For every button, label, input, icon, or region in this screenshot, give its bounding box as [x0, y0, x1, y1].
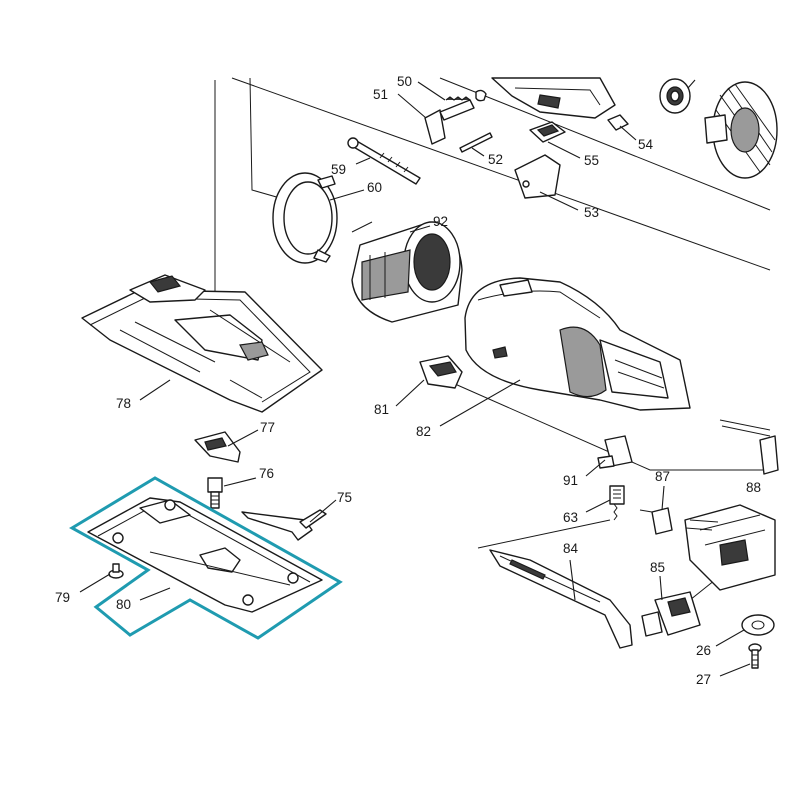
part-screw-27 [748, 643, 762, 669]
part-washer-26 [741, 614, 775, 636]
part-armature-fan [704, 81, 778, 179]
part-right-edge-wire [719, 419, 779, 475]
part-bearing [659, 78, 691, 114]
callout-81: 81 [374, 402, 389, 417]
callout-26: 26 [696, 643, 711, 658]
part-clip-77 [194, 431, 241, 463]
part-switch-bracket-53 [514, 121, 566, 199]
callout-52: 52 [488, 152, 503, 167]
callout-87: 87 [655, 469, 670, 484]
part-ring-60 [272, 172, 338, 264]
part-rail-84 [489, 549, 633, 649]
callout-60: 60 [367, 180, 382, 195]
callout-88: 88 [746, 480, 761, 495]
callout-labels: 50 51 52 53 54 55 59 60 92 78 81 82 77 7… [55, 74, 761, 687]
callout-51: 51 [373, 87, 388, 102]
part-brush-holder-91 [597, 435, 633, 469]
part-cover-81 [419, 355, 463, 389]
part-controller-88 [684, 504, 776, 591]
callout-79: 79 [55, 590, 70, 605]
construction-lines [214, 77, 771, 601]
leader-lines [79, 79, 751, 677]
callout-75: 75 [337, 490, 352, 505]
callout-85: 85 [650, 560, 665, 575]
part-field-92 [351, 221, 463, 323]
callout-54: 54 [638, 137, 654, 152]
callout-82: 82 [416, 424, 431, 439]
callout-27: 27 [696, 672, 711, 687]
callout-77: 77 [260, 420, 275, 435]
callout-63: 63 [563, 510, 578, 525]
callout-84: 84 [563, 541, 579, 556]
part-housing-top [491, 77, 629, 131]
part-base-plate-80 [87, 497, 323, 613]
callout-92: 92 [433, 214, 448, 229]
part-brush-63 [609, 485, 625, 521]
callout-78: 78 [116, 396, 131, 411]
part-screw-59 [347, 137, 421, 185]
callout-55: 55 [584, 153, 599, 168]
callout-91: 91 [563, 473, 578, 488]
highlight-outline-80 [69, 476, 343, 640]
callout-59: 59 [331, 162, 346, 177]
callout-53: 53 [584, 205, 599, 220]
part-bracket-87 [639, 507, 673, 535]
part-screw-79 [108, 563, 124, 579]
callout-76: 76 [259, 466, 274, 481]
part-trigger-51 [424, 89, 493, 153]
part-motor-housing-82 [464, 277, 691, 411]
part-bolt-76 [207, 477, 223, 509]
callout-80: 80 [116, 597, 131, 612]
part-switch-85 [641, 591, 701, 637]
callout-50: 50 [397, 74, 412, 89]
part-base-78 [81, 274, 323, 413]
